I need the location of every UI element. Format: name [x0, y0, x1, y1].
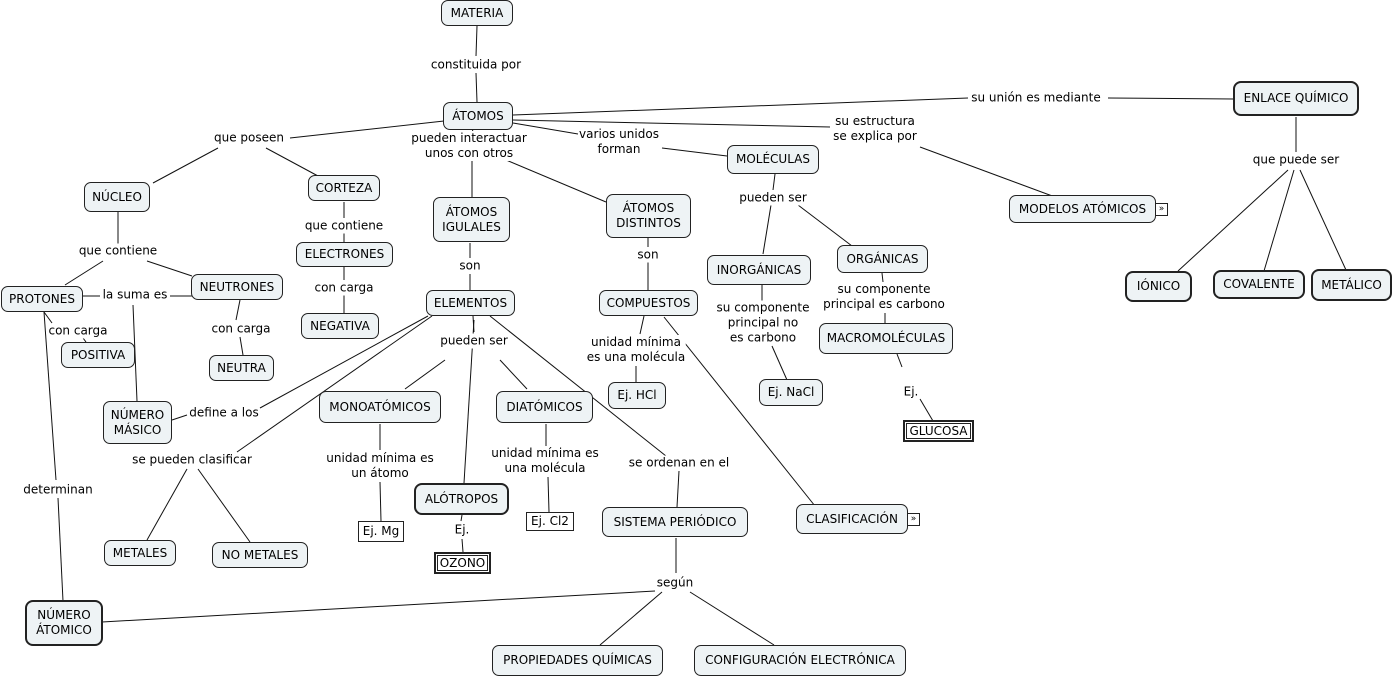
- concept-glucosa[interactable]: GLUCOSA: [903, 420, 974, 442]
- concept-moleculas[interactable]: MOLÉCULAS: [727, 145, 819, 174]
- concept-metales[interactable]: METALES: [104, 540, 176, 566]
- concept-ozono[interactable]: OZONO: [434, 552, 491, 574]
- concept-modelos-atomicos[interactable]: MODELOS ATÓMICOS: [1009, 195, 1156, 223]
- link-con-carga-protones: con carga: [47, 323, 109, 339]
- concept-configuracion-electronica[interactable]: CONFIGURACIÓN ELECTRÓNICA: [694, 645, 906, 676]
- link-ej-alotropos: Ej.: [453, 522, 471, 538]
- concept-neutrones[interactable]: NEUTRONES: [191, 274, 283, 300]
- concept-macromoleculas[interactable]: MACROMOLÉCULAS: [819, 323, 953, 354]
- concept-organicas[interactable]: ORGÁNICAS: [837, 245, 928, 273]
- concept-numero-masico[interactable]: NÚMERO MÁSICO: [103, 401, 172, 444]
- concept-ej-nacl[interactable]: Ej. NaCl: [759, 379, 823, 406]
- link-que-poseen: que poseen: [212, 130, 286, 146]
- link-con-carga-neutrones: con carga: [210, 321, 272, 337]
- concept-clasificacion[interactable]: CLASIFICACIÓN: [796, 504, 908, 534]
- concept-nucleo[interactable]: NÚCLEO: [84, 182, 150, 212]
- concept-atomos-iguales[interactable]: ÁTOMOS IGULALES: [433, 197, 510, 242]
- concept-no-metales[interactable]: NO METALES: [212, 542, 308, 568]
- link-ej-macromoleculas: Ej.: [902, 384, 920, 400]
- link-que-contiene-corteza: que contiene: [303, 218, 385, 234]
- concept-atomos[interactable]: ÁTOMOS: [443, 102, 513, 130]
- link-determinan: determinan: [22, 482, 94, 498]
- link-varios-unidos-forman: varios unidos forman: [578, 127, 660, 157]
- concept-propiedades-quimicas[interactable]: PROPIEDADES QUÍMICAS: [492, 645, 663, 676]
- link-segun: según: [655, 575, 695, 591]
- link-que-contiene-nucleo: que contiene: [77, 243, 159, 259]
- link-unidad-minima-atomo: unidad mínima es un átomo: [325, 451, 435, 481]
- concept-sistema-periodico[interactable]: SISTEMA PERIÓDICO: [602, 507, 748, 537]
- link-son-iguales: son: [458, 258, 482, 274]
- link-componente-carbono: su componente principal es carbono: [822, 282, 946, 312]
- link-pueden-ser-elementos: pueden ser: [439, 333, 509, 349]
- concept-monoatomicos[interactable]: MONOATÓMICOS: [319, 391, 441, 423]
- concept-elementos[interactable]: ELEMENTOS: [426, 290, 515, 316]
- link-pueden-interactuar: pueden interactuar unos con otros: [410, 131, 528, 161]
- concept-numero-atomico[interactable]: NÚMERO ÁTOMICO: [25, 600, 103, 646]
- concept-metalico[interactable]: METÁLICO: [1311, 269, 1392, 301]
- link-se-pueden-clasificar: se pueden clasificar: [131, 452, 253, 468]
- link-componente-no-carbono: su componente principal no es carbono: [715, 300, 811, 346]
- link-su-union-es-mediante: su unión es mediante: [970, 90, 1102, 106]
- link-que-puede-ser: que puede ser: [1251, 152, 1341, 168]
- concept-ej-cl2[interactable]: Ej. Cl2: [526, 512, 574, 531]
- link-unidad-minima-molecula: unidad mínima es una molécula: [490, 446, 600, 476]
- concept-materia[interactable]: MATERIA: [441, 0, 513, 26]
- link-define-a-los: define a los: [188, 405, 260, 421]
- concept-neutra[interactable]: NEUTRA: [209, 355, 274, 381]
- concept-protones[interactable]: PROTONES: [1, 286, 83, 312]
- concept-ionico[interactable]: IÓNICO: [1125, 271, 1192, 302]
- concept-compuestos[interactable]: COMPUESTOS: [599, 290, 698, 316]
- link-constituida-por: constituida por: [429, 57, 523, 73]
- concept-negativa[interactable]: NEGATIVA: [301, 313, 379, 339]
- link-se-ordenan-en-el: se ordenan en el: [627, 455, 731, 471]
- concept-corteza[interactable]: CORTEZA: [308, 175, 380, 201]
- concept-inorganicas[interactable]: INORGÁNICAS: [707, 255, 811, 285]
- concept-covalente[interactable]: COVALENTE: [1213, 270, 1305, 299]
- concept-positiva[interactable]: POSITIVA: [61, 342, 135, 368]
- link-con-carga-electrones: con carga: [313, 280, 375, 296]
- concept-map-link-icon[interactable]: »: [1155, 203, 1168, 216]
- concept-diatomicos[interactable]: DIATÓMICOS: [496, 391, 593, 423]
- concept-enlace-quimico[interactable]: ENLACE QUÍMICO: [1233, 81, 1359, 116]
- link-pueden-ser-moleculas: pueden ser: [738, 190, 808, 206]
- concept-ej-hcl[interactable]: Ej. HCl: [608, 382, 666, 409]
- link-su-estructura: su estructura se explica por: [832, 114, 918, 144]
- link-la-suma-es: la suma es: [101, 287, 169, 303]
- concept-map-link-icon[interactable]: »: [907, 513, 920, 526]
- link-unidad-minima-compuestos: unidad mínima es una molécula: [585, 335, 687, 365]
- concept-atomos-distintos[interactable]: ÁTOMOS DISTINTOS: [606, 194, 691, 238]
- concept-electrones[interactable]: ELECTRONES: [296, 242, 393, 267]
- link-son-distintos: son: [636, 247, 660, 263]
- concept-alotropos[interactable]: ALÓTROPOS: [414, 483, 509, 515]
- concept-ej-mg[interactable]: Ej. Mg: [358, 521, 404, 542]
